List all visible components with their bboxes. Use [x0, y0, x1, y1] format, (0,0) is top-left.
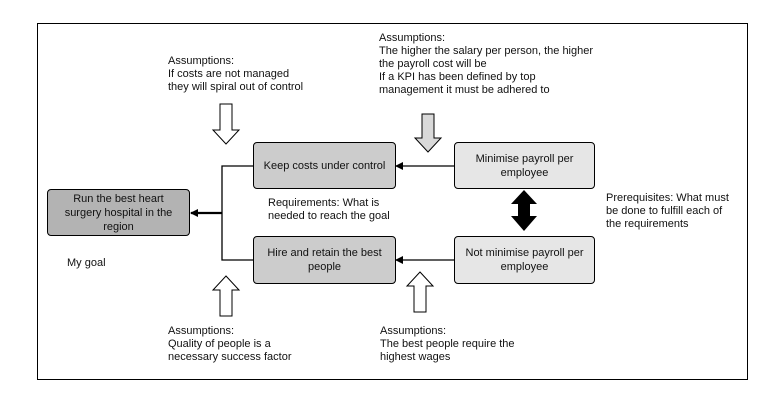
minimise-payroll-label: Minimise payroll per employee — [475, 152, 574, 179]
prerequisite-minimise-payroll-node[interactable]: Minimise payroll per employee — [454, 142, 595, 189]
assumptions-quality-note: Assumptions: Quality of people is a nece… — [168, 325, 292, 363]
conflict-double-arrow — [511, 190, 537, 231]
connector-hire-to-goal — [221, 213, 253, 261]
requirement-hire-retain-node[interactable]: Hire and retain the best people — [253, 236, 396, 284]
hire-retain-label: Hire and retain the best people — [267, 247, 382, 273]
goal-node-label: Run the best heart surgery hospital in t… — [64, 192, 173, 233]
prerequisites-label: Prerequisites: What must be done to fulf… — [606, 192, 729, 230]
requirement-keep-costs-node[interactable]: Keep costs under control — [253, 142, 396, 189]
goal-node[interactable]: Run the best heart surgery hospital in t… — [47, 189, 190, 236]
assumption-arrow-down-payroll — [413, 113, 443, 153]
assumption-arrow-down-costs — [211, 103, 241, 145]
prerequisite-not-minimise-payroll-node[interactable]: Not minimise payroll per employee — [454, 236, 595, 284]
my-goal-label: My goal — [67, 257, 106, 269]
assumption-arrow-up-quality — [211, 275, 241, 317]
diagram-frame — [37, 23, 748, 380]
assumptions-payroll-note: Assumptions: The higher the salary per p… — [379, 32, 594, 96]
requirements-label: Requirements: What is needed to reach th… — [268, 197, 390, 222]
keep-costs-label: Keep costs under control — [263, 159, 386, 172]
connector-keep-costs-to-goal — [221, 165, 253, 213]
not-minimise-payroll-label: Not minimise payroll per employee — [465, 247, 584, 273]
assumptions-wages-note: Assumptions: The best people require the… — [380, 325, 515, 363]
assumption-arrow-up-wages — [405, 271, 435, 313]
assumptions-costs-note: Assumptions: If costs are not managed th… — [168, 55, 304, 93]
